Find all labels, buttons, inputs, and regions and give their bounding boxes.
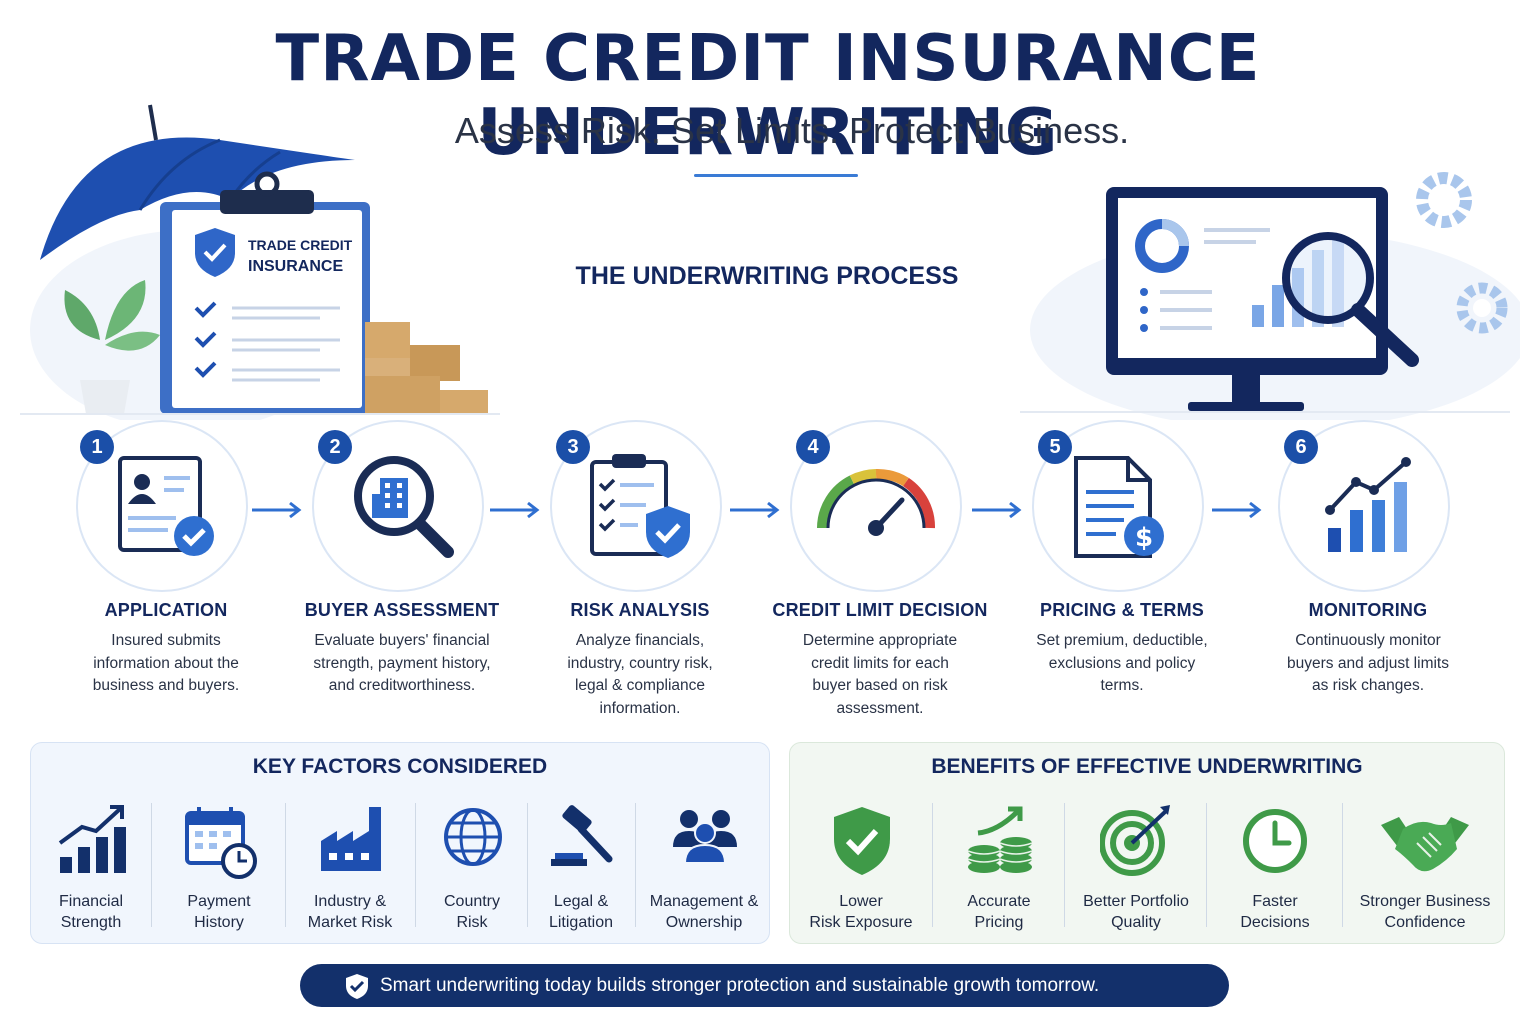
- svg-text:INSURANCE: INSURANCE: [248, 258, 343, 275]
- shield-check-icon: [346, 974, 368, 999]
- plant-icon: [64, 280, 160, 414]
- factor-label: Industry &Market Risk: [307, 893, 393, 931]
- step-number-badge: 6: [1284, 430, 1318, 464]
- key-factors-title: KEY FACTORS CONSIDERED: [252, 755, 548, 778]
- arrow-right-icon: [252, 501, 302, 519]
- divider: [635, 803, 636, 927]
- divider: [932, 803, 933, 927]
- title-divider: [694, 174, 858, 177]
- target-icon: [1100, 805, 1170, 876]
- trend-chart-icon: [1325, 457, 1411, 552]
- page-subtitle: Assess Risk. Set Limits. Protect Busines…: [454, 110, 1130, 151]
- step-number-badge: 2: [318, 430, 352, 464]
- divider: [285, 803, 286, 927]
- benefits-title: BENEFITS OF EFFECTIVE UNDERWRITING: [931, 755, 1363, 778]
- step-title: APPLICATION: [104, 600, 228, 620]
- step-description: Analyze financials,industry, country ris…: [567, 632, 713, 717]
- benefits-panel: BENEFITS OF EFFECTIVE UNDERWRITING Lower…: [789, 742, 1505, 944]
- factor-industry-market-risk: Industry &Market Risk: [287, 799, 413, 939]
- handshake-icon: [1381, 817, 1469, 872]
- process-heading: THE UNDERWRITING PROCESS: [575, 262, 959, 290]
- svg-text:TRADE CREDIT: TRADE CREDIT: [248, 237, 353, 253]
- factor-label: Legal &Litigation: [548, 893, 614, 931]
- growth-bars-icon: [58, 805, 126, 873]
- divider: [1206, 803, 1207, 927]
- divider: [415, 803, 416, 927]
- monitor-analytics-illustration: [1020, 172, 1520, 420]
- document-dollar-icon: $: [1074, 456, 1164, 558]
- step-title: CREDIT LIMIT DECISION: [772, 600, 988, 620]
- step-title: PRICING & TERMS: [1039, 600, 1204, 620]
- svg-text:$: $: [1135, 523, 1153, 553]
- step-number-badge: 5: [1038, 430, 1072, 464]
- step-title: MONITORING: [1308, 600, 1428, 620]
- clock-icon: [1243, 809, 1307, 873]
- globe-icon: [444, 808, 502, 866]
- application-form-icon: [118, 456, 214, 556]
- arrow-right-icon: [490, 501, 540, 519]
- divider: [527, 803, 528, 927]
- divider: [1342, 803, 1343, 927]
- step-number-badge: 4: [796, 430, 830, 464]
- magnifier-icon: [1282, 232, 1419, 367]
- step-number-badge: 1: [80, 430, 114, 464]
- umbrella-clipboard-illustration: TRADE CREDIT INSURANCE: [20, 104, 500, 420]
- banner-text: Smart underwriting today builds stronger…: [380, 975, 1100, 996]
- checklist-shield-icon: [590, 454, 690, 558]
- gavel-icon: [551, 805, 613, 866]
- clipboard-icon: TRADE CREDIT INSURANCE: [160, 171, 370, 414]
- step-title: BUYER ASSESSMENT: [304, 600, 500, 620]
- gear-icon: [1456, 282, 1508, 334]
- factor-management-ownership: Management &Ownership: [637, 799, 771, 939]
- boxes-icon: [365, 322, 488, 414]
- arrow-right-icon: [730, 501, 780, 519]
- magnifier-building-icon: [354, 456, 454, 558]
- step-description: Set premium, deductible,exclusions and p…: [1036, 632, 1208, 694]
- gear-icon: [1416, 172, 1472, 228]
- page-title: TRADE CREDIT INSURANCE UNDERWRITING: [275, 22, 1261, 170]
- factor-label: Management &Ownership: [649, 893, 759, 931]
- arrow-right-icon: [1212, 501, 1262, 519]
- coins-arrow-icon: [967, 806, 1033, 873]
- divider: [1064, 803, 1065, 927]
- gauge-icon: [817, 468, 936, 536]
- shield-check-icon: [834, 807, 890, 875]
- step-title: RISK ANALYSIS: [570, 600, 710, 620]
- step-number-badge: 3: [556, 430, 590, 464]
- factory-icon: [321, 807, 381, 871]
- calendar-clock-icon: [185, 807, 257, 879]
- people-icon: [673, 810, 737, 864]
- factor-legal-litigation: Legal &Litigation: [529, 799, 633, 939]
- divider: [151, 803, 152, 927]
- footer-banner: Smart underwriting today builds stronger…: [300, 964, 1229, 1007]
- arrow-right-icon: [972, 501, 1022, 519]
